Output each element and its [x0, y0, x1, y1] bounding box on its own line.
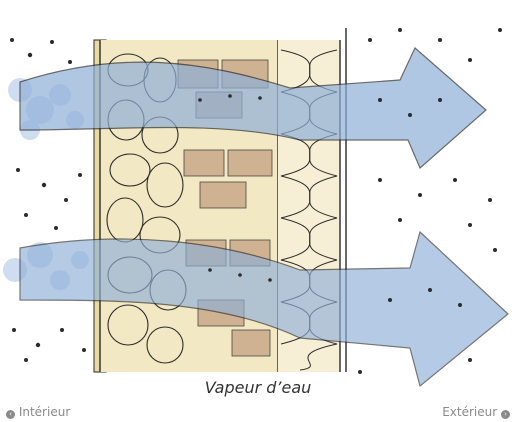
interior-label-text: Intérieur	[19, 405, 70, 419]
chevron-right-circle-icon: ›	[501, 410, 510, 419]
vapor-caption: Vapeur d’eau	[0, 378, 516, 397]
wall-vapor-diagram	[0, 0, 516, 390]
chevron-left-circle-icon: ‹	[6, 410, 15, 419]
interior-label: ‹ Intérieur	[6, 405, 70, 419]
exterior-label-text: Extérieur	[442, 405, 497, 419]
exterior-label: Extérieur ›	[442, 405, 510, 419]
